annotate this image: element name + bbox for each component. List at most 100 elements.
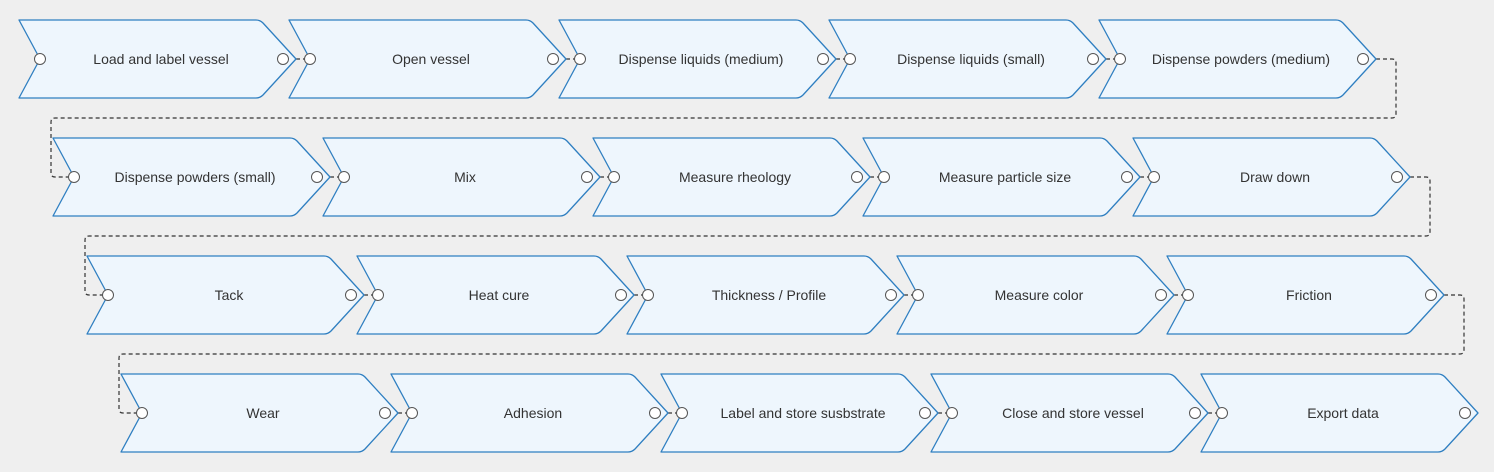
chevron-shape [86, 255, 365, 335]
step-label: Label and store susbstrate [720, 405, 886, 421]
input-port[interactable] [34, 53, 46, 65]
workflow-step[interactable]: Wear [120, 373, 400, 453]
chevron-shape [1166, 255, 1445, 335]
chevron-shape [120, 373, 399, 453]
output-port[interactable] [1121, 171, 1133, 183]
output-port[interactable] [885, 289, 897, 301]
chevron-shape [1098, 19, 1377, 99]
step-label: Friction [1286, 287, 1332, 303]
chevron-shape [592, 137, 871, 217]
chevron-shape [390, 373, 669, 453]
workflow-step[interactable]: Open vessel [288, 19, 568, 99]
step-label: Tack [214, 287, 244, 303]
step-label: Dispense powders (small) [114, 169, 276, 185]
input-port[interactable] [912, 289, 924, 301]
input-port[interactable] [642, 289, 654, 301]
chevron-shape [356, 255, 635, 335]
output-port[interactable] [1087, 53, 1099, 65]
output-port[interactable] [345, 289, 357, 301]
input-port[interactable] [102, 289, 114, 301]
workflow-step[interactable]: Dispense liquids (medium) [558, 19, 838, 99]
input-port[interactable] [1114, 53, 1126, 65]
chevron-shape [18, 19, 297, 99]
output-port[interactable] [919, 407, 931, 419]
input-port[interactable] [304, 53, 316, 65]
step-label: Dispense liquids (small) [897, 51, 1045, 67]
input-port[interactable] [406, 407, 418, 419]
input-port[interactable] [1182, 289, 1194, 301]
step-label: Thickness / Profile [711, 287, 827, 303]
output-port[interactable] [1425, 289, 1437, 301]
input-port[interactable] [1148, 171, 1160, 183]
workflow-step[interactable]: Measure color [896, 255, 1176, 335]
workflow-step[interactable]: Thickness / Profile [626, 255, 906, 335]
chevron-shape [930, 373, 1209, 453]
workflow-step[interactable]: Load and label vessel [18, 19, 298, 99]
output-port[interactable] [1155, 289, 1167, 301]
output-port[interactable] [615, 289, 627, 301]
input-port[interactable] [574, 53, 586, 65]
input-port[interactable] [136, 407, 148, 419]
input-port[interactable] [844, 53, 856, 65]
output-port[interactable] [1391, 171, 1403, 183]
input-port[interactable] [946, 407, 958, 419]
chevron-shape [322, 137, 601, 217]
workflow-step[interactable]: Tack [86, 255, 366, 335]
input-port[interactable] [608, 171, 620, 183]
step-label: Measure color [994, 287, 1084, 303]
step-label: Open vessel [392, 51, 470, 67]
input-port[interactable] [676, 407, 688, 419]
workflow-step[interactable]: Draw down [1132, 137, 1412, 217]
step-label: Measure particle size [938, 169, 1072, 185]
step-label: Measure rheology [678, 169, 792, 185]
input-port[interactable] [878, 171, 890, 183]
step-label: Load and label vessel [93, 51, 229, 67]
input-port[interactable] [338, 171, 350, 183]
step-label: Export data [1307, 405, 1379, 421]
output-port[interactable] [817, 53, 829, 65]
workflow-step[interactable]: Dispense powders (small) [52, 137, 332, 217]
output-port[interactable] [379, 407, 391, 419]
step-label: Close and store vessel [1002, 405, 1144, 421]
workflow-step[interactable]: Measure rheology [592, 137, 872, 217]
output-port[interactable] [1459, 407, 1471, 419]
chevron-shape [896, 255, 1175, 335]
chevron-shape [1200, 373, 1479, 453]
workflow-step[interactable]: Friction [1166, 255, 1446, 335]
workflow-step[interactable]: Dispense liquids (small) [828, 19, 1108, 99]
output-port[interactable] [1357, 53, 1369, 65]
chevron-shape [828, 19, 1107, 99]
chevron-shape [862, 137, 1141, 217]
step-label: Dispense powders (medium) [1151, 51, 1331, 67]
step-label: Wear [246, 405, 280, 421]
output-port[interactable] [581, 171, 593, 183]
input-port[interactable] [68, 171, 80, 183]
workflow-step[interactable]: Heat cure [356, 255, 636, 335]
step-label: Heat cure [468, 287, 530, 303]
chevron-shape [626, 255, 905, 335]
workflow-step[interactable]: Dispense powders (medium) [1098, 19, 1378, 99]
workflow-step[interactable]: Mix [322, 137, 602, 217]
step-label: Draw down [1239, 169, 1311, 185]
workflow-step[interactable]: Export data [1200, 373, 1480, 453]
output-port[interactable] [851, 171, 863, 183]
output-port[interactable] [311, 171, 323, 183]
step-label: Dispense liquids (medium) [618, 51, 784, 67]
input-port[interactable] [372, 289, 384, 301]
workflow-step[interactable]: Label and store susbstrate [660, 373, 940, 453]
chevron-shape [1132, 137, 1411, 217]
step-label: Mix [454, 169, 476, 185]
workflow-step[interactable]: Measure particle size [862, 137, 1142, 217]
output-port[interactable] [547, 53, 559, 65]
chevron-shape [660, 373, 939, 453]
chevron-shape [52, 137, 331, 217]
workflow-step[interactable]: Close and store vessel [930, 373, 1210, 453]
chevron-shape [288, 19, 567, 99]
workflow-step[interactable]: Adhesion [390, 373, 670, 453]
input-port[interactable] [1216, 407, 1228, 419]
output-port[interactable] [1189, 407, 1201, 419]
output-port[interactable] [277, 53, 289, 65]
output-port[interactable] [649, 407, 661, 419]
step-label: Adhesion [503, 405, 563, 421]
